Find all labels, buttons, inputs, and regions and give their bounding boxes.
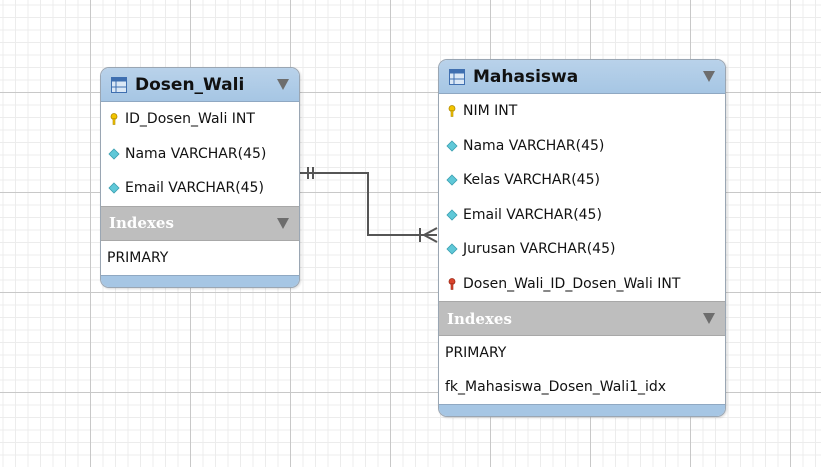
indexes-section-header[interactable]: Indexes (439, 301, 725, 336)
column-label: Email VARCHAR(45) (125, 180, 264, 197)
index-label: fk_Mahasiswa_Dosen_Wali1_idx (445, 379, 667, 395)
column-diamond-icon (446, 209, 458, 221)
index-row[interactable]: PRIMARY (439, 336, 725, 370)
collapse-arrow-icon[interactable] (703, 71, 715, 82)
collapse-arrow-icon[interactable] (277, 79, 289, 90)
column-row[interactable]: Email VARCHAR(45) (439, 198, 725, 233)
table-header[interactable]: Mahasiswa (439, 60, 725, 94)
index-label: PRIMARY (107, 249, 169, 266)
column-row[interactable]: Dosen_Wali_ID_Dosen_Wali INT (439, 267, 725, 302)
column-row[interactable]: Email VARCHAR(45) (101, 171, 299, 206)
column-row[interactable]: Kelas VARCHAR(45) (439, 163, 725, 198)
indexes-label: Indexes (447, 309, 512, 328)
table-footer (101, 274, 299, 287)
table-mahasiswa[interactable]: Mahasiswa NIM INT Nama VARCHAR(45) Kelas… (438, 59, 726, 417)
column-diamond-icon (446, 243, 458, 255)
column-label: Dosen_Wali_ID_Dosen_Wali INT (463, 275, 681, 292)
table-footer (439, 404, 725, 416)
table-icon (111, 76, 127, 93)
column-diamond-icon (446, 174, 458, 186)
table-dosen-wali[interactable]: Dosen_Wali ID_Dosen_Wali INT Nama VARCHA… (100, 67, 300, 288)
column-diamond-icon (108, 148, 120, 160)
table-header[interactable]: Dosen_Wali (101, 68, 299, 102)
collapse-arrow-icon[interactable] (703, 313, 715, 324)
column-label: Nama VARCHAR(45) (463, 137, 605, 154)
relationship-line[interactable] (300, 172, 437, 236)
column-row[interactable]: Nama VARCHAR(45) (439, 129, 725, 164)
primary-key-icon (110, 113, 118, 126)
indexes-label: Indexes (109, 214, 174, 232)
table-icon (449, 68, 465, 85)
table-title: Mahasiswa (473, 66, 579, 87)
column-label: NIM INT (463, 103, 518, 120)
column-diamond-icon (446, 140, 458, 152)
indexes-section-header[interactable]: Indexes (101, 205, 299, 241)
column-row[interactable]: NIM INT (439, 94, 725, 129)
many-crowfoot-lower (423, 234, 438, 243)
column-label: Jurusan VARCHAR(45) (463, 241, 616, 258)
collapse-arrow-icon[interactable] (277, 217, 289, 229)
column-row[interactable]: ID_Dosen_Wali INT (101, 102, 299, 137)
column-diamond-icon (108, 182, 120, 194)
column-label: Email VARCHAR(45) (463, 206, 602, 223)
foreign-key-icon (448, 277, 456, 290)
column-row[interactable]: Jurusan VARCHAR(45) (439, 232, 725, 267)
many-crowfoot-upper (423, 227, 438, 236)
index-row[interactable]: fk_Mahasiswa_Dosen_Wali1_idx (439, 370, 725, 404)
primary-key-icon (448, 105, 456, 118)
index-row[interactable]: PRIMARY (101, 241, 299, 275)
column-label: ID_Dosen_Wali INT (125, 111, 255, 128)
index-label: PRIMARY (445, 345, 507, 361)
table-title: Dosen_Wali (135, 74, 245, 95)
column-row[interactable]: Nama VARCHAR(45) (101, 137, 299, 172)
column-label: Kelas VARCHAR(45) (463, 172, 600, 189)
column-label: Nama VARCHAR(45) (125, 145, 267, 162)
